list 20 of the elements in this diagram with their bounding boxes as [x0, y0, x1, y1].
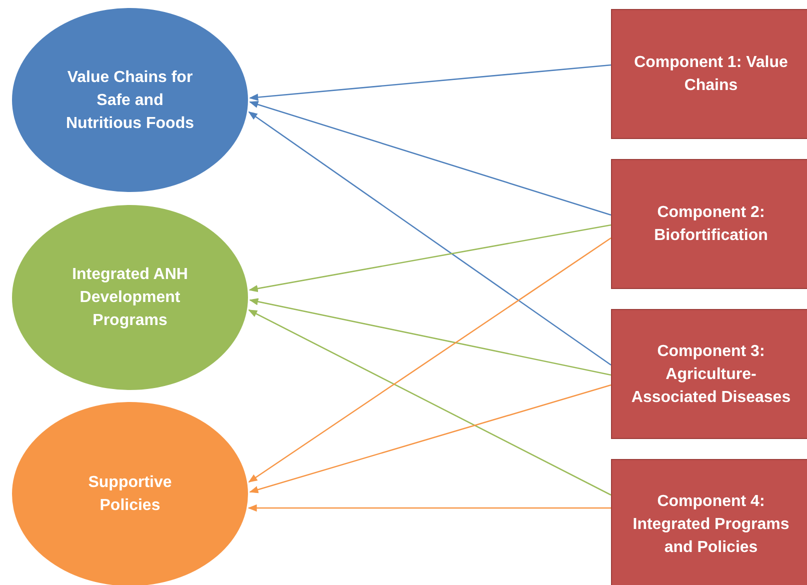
component-box [611, 9, 807, 139]
component-box [611, 159, 807, 289]
node-label: Component 1: Value Chains [633, 53, 789, 96]
arrow [249, 298, 612, 376]
node-label: Component 2: Biofortification [653, 203, 769, 246]
arrow [248, 237, 612, 483]
arrow [248, 309, 612, 496]
arrow [249, 64, 612, 101]
arrow [248, 504, 611, 512]
node-label: Supportive Policies [87, 473, 173, 516]
arrow [248, 224, 612, 292]
arrow [248, 111, 612, 366]
component-box [611, 309, 807, 439]
node-label: Value Chains for Safe and Nutritious Foods [65, 68, 195, 134]
node-label: Component 3: Agriculture-Associated Diseases [631, 342, 791, 408]
component-box [611, 459, 807, 585]
node-label: Component 4: Integrated Programs and Policies [632, 492, 790, 558]
arrow [249, 100, 612, 216]
arrow [249, 384, 612, 494]
node-label: Integrated ANH Development Programs [71, 265, 189, 331]
